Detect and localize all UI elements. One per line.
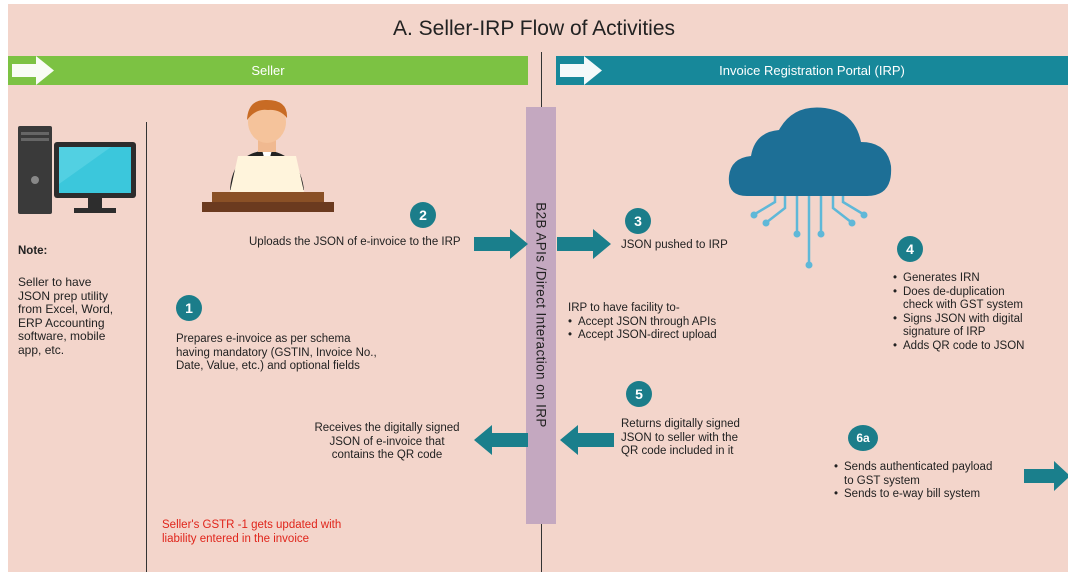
diagram-title: A. Seller-IRP Flow of Activities (392, 17, 676, 40)
step-4-list: Generates IRN Does de-duplication check … (893, 272, 1024, 353)
step-4-item-cont: check with GST system (893, 299, 1024, 313)
step-4-item: Signs JSON with digital (893, 313, 1024, 327)
irp-banner: Invoice Registration Portal (IRP) (556, 56, 1068, 85)
gstr-line: liability entered in the invoice (162, 532, 310, 545)
step-5-line: QR code included in it (621, 445, 734, 457)
desktop-computer-icon (18, 126, 136, 214)
note-line: software, mobile (18, 329, 106, 343)
irp-banner-label: Invoice Registration Portal (IRP) (719, 63, 905, 78)
step-4-item: Generates IRN (893, 272, 1024, 286)
upload-arrow-icon (474, 229, 528, 259)
step-1-badge: 1 (176, 295, 202, 321)
step-1-line: Prepares e-invoice as per schema (176, 333, 351, 345)
irp-banner-arrow-icon (560, 56, 602, 85)
receive-line: Receives the digitally signed (314, 422, 460, 434)
step-3-text: JSON pushed to IRP (621, 239, 728, 251)
step-4-item-text: signature of IRP (903, 326, 986, 338)
note-line: from Excel, Word, (18, 302, 114, 316)
step-1-line: having mandatory (GSTIN, Invoice No., (176, 346, 377, 359)
step-4-badge: 4 (897, 236, 923, 262)
note-line: ERP Accounting (18, 315, 105, 330)
step-5-text: Returns digitally signed JSON to seller … (621, 418, 740, 459)
cloud-network-icon (728, 107, 892, 269)
step-4-item-text: check with GST system (903, 299, 1023, 311)
step-3-badge: 3 (625, 208, 651, 234)
irp-facility-item: Accept JSON-direct upload (568, 329, 717, 343)
step-4-item: Adds QR code to JSON (893, 340, 1024, 354)
step-6a-item-cont: to GST system (834, 475, 992, 489)
note-line: JSON prep utility (18, 288, 109, 303)
receive-line: JSON of e-invoice that (329, 435, 445, 448)
step-1-line: Date, Value, etc.) and optional fields (176, 360, 360, 372)
step-5-line: JSON to seller with the (621, 431, 738, 444)
step-6a-item: Sends to e-way bill system (834, 488, 992, 502)
irp-facility-item: Accept JSON through APIs (568, 316, 717, 330)
return-arrow-icon (560, 425, 614, 455)
step-4-item: Does de-duplication (893, 286, 1024, 300)
step-1-text: Prepares e-invoice as per schema having … (176, 333, 377, 374)
step-6a-item-text: to GST system (844, 474, 920, 487)
gstr-note: Seller's GSTR -1 gets updated with liabi… (162, 519, 341, 546)
center-api-bar (526, 107, 556, 524)
step-2-badge: 2 (410, 202, 436, 228)
note-line: app, etc. (18, 342, 65, 357)
note-line: Seller to have (18, 275, 92, 289)
receive-arrow-icon (474, 425, 528, 455)
center-api-label: B2B APIs /Direct Interaction on IRP (533, 202, 549, 428)
step-4-item-cont: signature of IRP (893, 326, 1024, 340)
seller-banner-arrow-icon (12, 56, 54, 85)
seller-banner: Seller (8, 56, 528, 85)
push-arrow-icon (557, 229, 611, 259)
step-2-text: Uploads the JSON of e-invoice to the IRP (249, 236, 461, 248)
seller-banner-label: Seller (251, 63, 285, 78)
note-body: Seller to have JSON prep utility from Ex… (18, 275, 114, 357)
step-5-line: Returns digitally signed (621, 418, 740, 430)
gstr-line: Seller's GSTR -1 gets updated with (162, 519, 342, 531)
note-heading: Note: (18, 245, 48, 257)
receive-line: contains the QR code (331, 449, 443, 461)
person-laptop-icon (202, 99, 334, 212)
receive-text: Receives the digitally signed JSON of e-… (306, 422, 468, 463)
note-divider (146, 122, 147, 572)
irp-facility-heading: IRP to have facility to- (568, 302, 680, 314)
step-6a-list: Sends authenticated payload to GST syste… (834, 461, 992, 502)
step-5-badge: 5 (626, 381, 652, 407)
step-6a-badge: 6a (848, 425, 878, 451)
step-6a-item: Sends authenticated payload (834, 461, 992, 475)
irp-facility-block: IRP to have facility to- Accept JSON thr… (568, 302, 717, 343)
gst-arrow-icon (1024, 461, 1068, 491)
